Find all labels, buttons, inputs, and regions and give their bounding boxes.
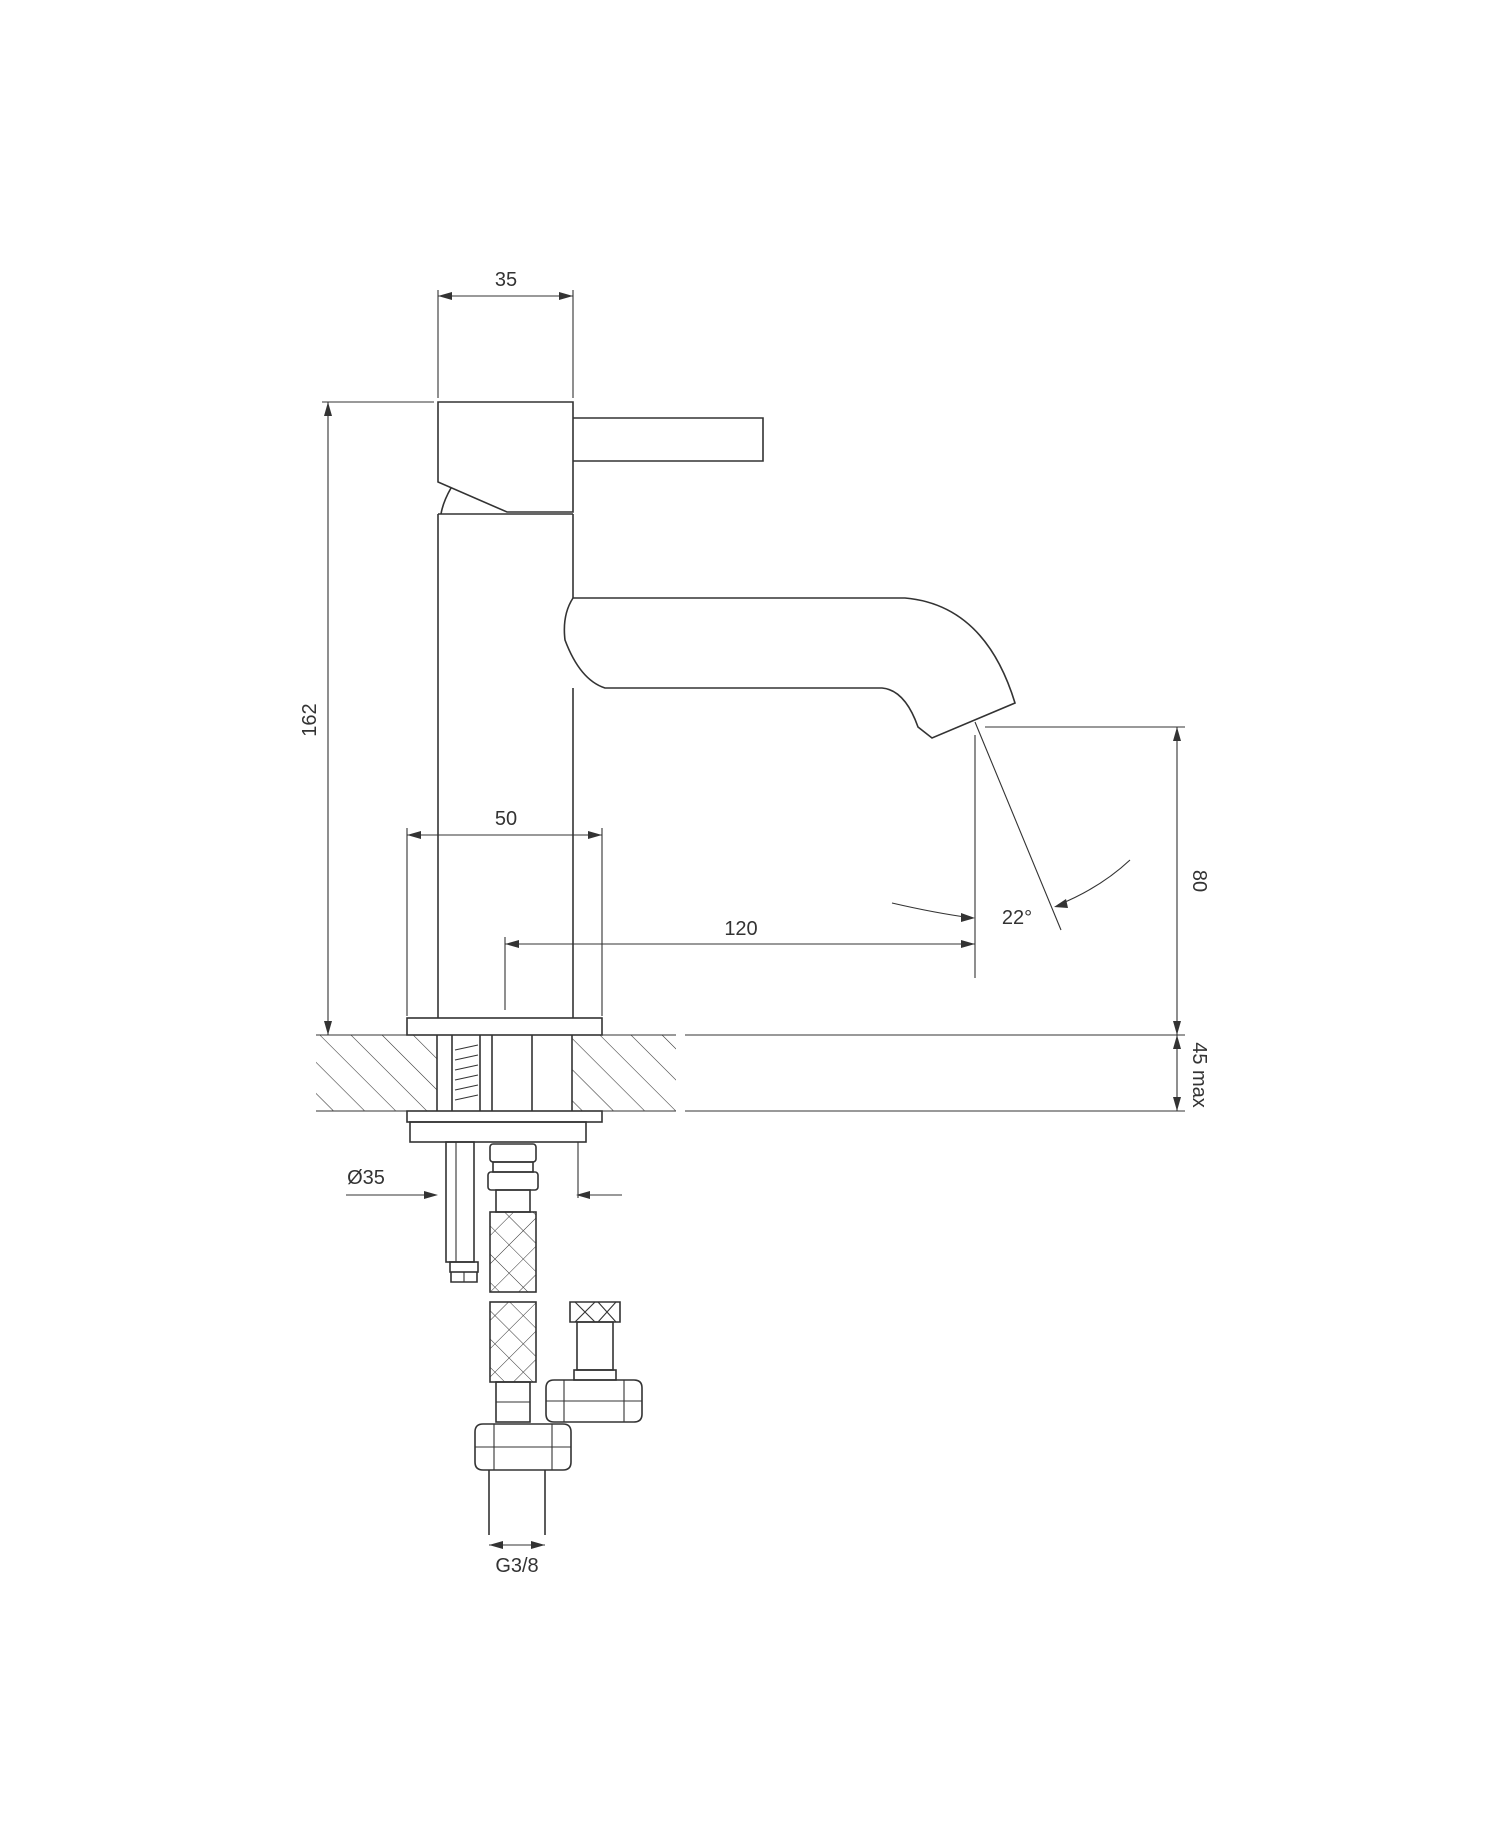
dim-label-deck-thickness: 45 max — [1188, 1042, 1210, 1108]
dim-label-spout-height: 80 — [1188, 870, 1210, 892]
dim-label-shank-diameter: Ø35 — [347, 1167, 385, 1189]
dim-label-base-width: 50 — [495, 808, 517, 830]
faucet-body — [406, 401, 1016, 1036]
dimension-lines — [322, 290, 1185, 1549]
dim-label-reach: 120 — [724, 918, 757, 940]
dim-label-total-height: 162 — [299, 703, 321, 736]
dim-label-body-width: 35 — [495, 269, 517, 291]
dimension-labels: 35 162 50 120 22° 80 45 max Ø35 G3/8 — [299, 269, 1210, 1577]
dim-label-connection-thread: G3/8 — [495, 1555, 538, 1577]
deck-section — [316, 1034, 1185, 1112]
dim-label-spout-angle: 22° — [1002, 907, 1032, 929]
fixing-assembly — [406, 1110, 643, 1535]
